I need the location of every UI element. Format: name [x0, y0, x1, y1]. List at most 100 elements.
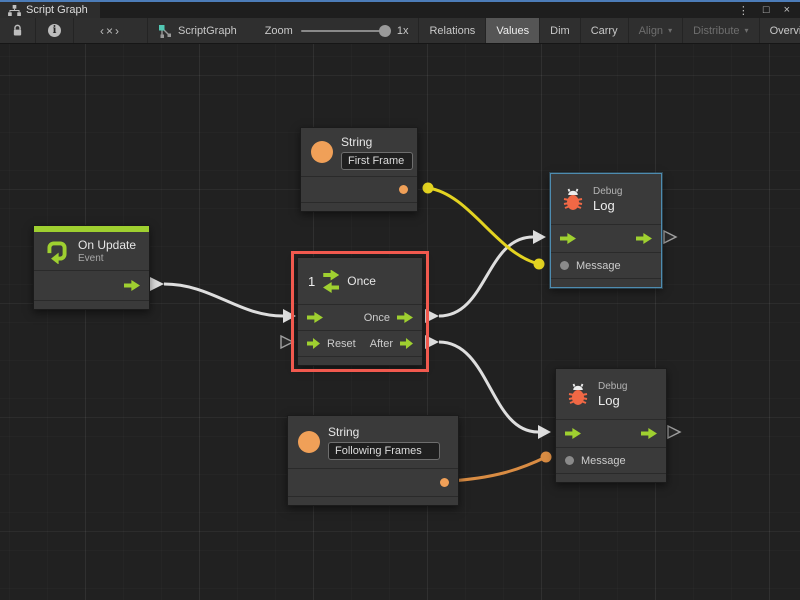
wire-start-arrow[interactable] [150, 277, 164, 291]
lock-icon [13, 24, 22, 36]
close-button[interactable]: × [783, 4, 790, 16]
bug-icon [563, 188, 583, 210]
info-icon: i [48, 24, 61, 37]
flow-output-port[interactable] [641, 428, 657, 439]
port-label: After [369, 337, 393, 350]
window-controls: ⋮ □ × [738, 2, 800, 18]
chevron-down-icon: ▾ [668, 26, 673, 35]
node-string-following-frames[interactable]: String [287, 415, 459, 506]
graph-hierarchy-icon [8, 4, 21, 16]
wire-end-arrow[interactable] [533, 230, 546, 244]
node-footer [288, 496, 458, 505]
dim-button[interactable]: Dim [540, 18, 581, 43]
port-row [288, 468, 458, 496]
chevron-down-icon: ▾ [744, 26, 749, 35]
zoom-control: Zoom 1x [247, 18, 420, 43]
bug-icon [568, 383, 588, 405]
port-label: Reset [327, 337, 356, 350]
unconnected-port-triangle-debugtop-out[interactable] [663, 229, 678, 245]
distribute-button[interactable]: Distribute▾ [683, 18, 760, 43]
node-on-update[interactable]: On Update Event [33, 225, 150, 310]
event-accent-bar [34, 226, 149, 232]
flow-input-port[interactable] [560, 233, 576, 244]
flow-input-port[interactable] [565, 428, 581, 439]
align-button[interactable]: Align▾ [629, 18, 684, 43]
node-header: 1 Once [298, 258, 422, 304]
lock-button[interactable] [0, 18, 36, 43]
graph-name-label: ScriptGraph [178, 24, 237, 37]
wire-onupdate-to-once[interactable] [163, 282, 284, 318]
values-button[interactable]: Values [486, 18, 541, 43]
after-output-port[interactable] [399, 338, 413, 349]
graph-canvas[interactable]: String On Update Event [0, 44, 800, 600]
node-footer [298, 356, 422, 365]
breadcrumb[interactable]: ScriptGraph [148, 18, 247, 43]
wire-firstframe-to-message[interactable] [427, 186, 540, 266]
wire-end-arrow[interactable] [538, 425, 551, 439]
zoom-value: 1x [396, 24, 409, 37]
update-loop-icon [47, 241, 67, 264]
breadcrumb-root-button[interactable]: ‹×› [74, 18, 148, 43]
node-title: Log [598, 392, 620, 408]
graph-toolbar: i ‹×› ScriptGraph Zoom 1x Relations Valu… [0, 18, 800, 44]
wire-start-arrow[interactable] [425, 335, 439, 349]
node-title: Once [347, 274, 376, 288]
wire-end-arrow[interactable] [283, 309, 296, 323]
value-output-port[interactable] [399, 185, 408, 194]
node-category: Debug [593, 185, 623, 197]
string-value-input[interactable] [341, 151, 413, 170]
window-menu-button[interactable]: ⋮ [737, 4, 749, 17]
node-footer [556, 473, 666, 482]
relations-button[interactable]: Relations [419, 18, 487, 43]
zoom-label: Zoom [264, 24, 293, 37]
node-title: String [341, 134, 373, 149]
tab-script-graph[interactable]: Script Graph [0, 2, 100, 18]
maximize-button[interactable]: □ [762, 4, 770, 16]
flow-input-port[interactable] [307, 312, 323, 323]
node-debug-log-top[interactable]: Debug Log Message [550, 173, 662, 288]
wire-start-dot[interactable] [422, 182, 434, 194]
node-string-first-frame[interactable]: String [300, 127, 418, 212]
once-output-port[interactable] [397, 312, 413, 323]
zoom-slider[interactable] [300, 24, 391, 37]
cycle-arrows-icon [323, 269, 340, 293]
flow-output-port[interactable] [636, 233, 652, 244]
code-view-icon: ‹×› [100, 23, 121, 38]
wire-once-to-debugtop[interactable] [438, 235, 534, 318]
node-header: String [301, 128, 417, 176]
node-title: String [328, 424, 360, 439]
overview-button[interactable]: Overview [760, 18, 800, 43]
node-footer [301, 202, 417, 211]
wire-followingframes-to-message[interactable] [449, 455, 547, 483]
carry-button[interactable]: Carry [581, 18, 629, 43]
node-header: Debug Log [551, 174, 661, 224]
unconnected-port-triangle-debugbottom-out[interactable] [667, 424, 682, 440]
once-counter: 1 [308, 273, 316, 289]
value-output-port[interactable] [440, 478, 449, 487]
reset-input-port[interactable] [307, 338, 320, 349]
script-graph-asset-icon [159, 24, 171, 38]
window-focus-highlight [0, 0, 800, 2]
wire-end-dot[interactable] [540, 451, 552, 463]
node-header: On Update Event [34, 232, 149, 270]
node-header: String [288, 416, 458, 468]
message-input-port[interactable] [565, 456, 574, 465]
node-footer [34, 300, 149, 309]
tab-bar: Script Graph ⋮ □ × [0, 2, 800, 18]
string-value-input[interactable] [328, 441, 440, 460]
string-literal-icon [298, 431, 320, 453]
node-debug-log-bottom[interactable]: Debug Log Message [555, 368, 667, 483]
inspect-button[interactable]: i [36, 18, 74, 43]
wire-end-dot[interactable] [533, 258, 545, 270]
unconnected-port-triangle-once-reset[interactable] [280, 334, 295, 350]
zoom-slider-handle[interactable] [378, 24, 391, 37]
node-title: Log [593, 197, 615, 213]
wire-start-arrow[interactable] [425, 309, 439, 323]
flow-output-port[interactable] [124, 280, 140, 291]
message-input-port[interactable] [560, 261, 569, 270]
port-row [34, 270, 149, 300]
node-once[interactable]: 1 Once Once Reset After [291, 251, 429, 372]
node-title: On Update [78, 238, 137, 252]
port-label: Message [576, 259, 621, 272]
